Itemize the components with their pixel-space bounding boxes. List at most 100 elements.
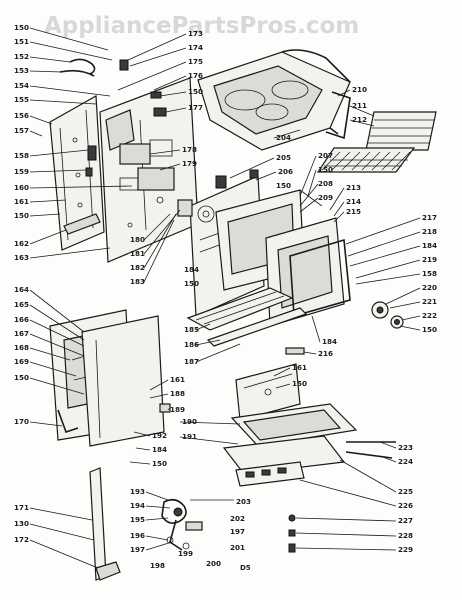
label-150: 150: [152, 459, 167, 468]
bottom-trim-186: [206, 307, 308, 347]
label-203: 203: [236, 497, 251, 506]
drawer-back-panel: [235, 363, 301, 421]
label-183: 183: [130, 277, 145, 286]
label-179: 179: [182, 159, 197, 168]
label-151: 151: [14, 37, 29, 46]
label-209: 209: [318, 193, 333, 202]
footer-code: D5: [240, 564, 251, 572]
label-166: 166: [14, 315, 29, 324]
label-158: 158: [14, 151, 29, 160]
label-150: 150: [14, 211, 29, 220]
label-204: 204: [276, 133, 291, 142]
wire-harness-bracket: [119, 59, 175, 191]
label-178: 178: [182, 145, 197, 154]
side-trim-strip-171: [89, 467, 107, 581]
label-223: 223: [398, 443, 413, 452]
label-207: 207: [318, 151, 333, 160]
cooktop-main-top: [197, 49, 351, 151]
label-221: 221: [422, 297, 437, 306]
oven-bottom-pan: [186, 287, 294, 331]
label-205: 205: [276, 153, 291, 162]
label-217: 217: [422, 213, 437, 222]
label-186: 186: [184, 340, 199, 349]
vent-bracket-210: [325, 91, 351, 140]
insulation-pad-162: [63, 213, 101, 235]
label-161: 161: [292, 363, 307, 372]
label-150: 150: [184, 279, 199, 288]
label-199: 199: [178, 549, 193, 558]
trim-strip-216: [285, 347, 305, 355]
label-197: 197: [130, 545, 145, 554]
watermark-text: AppliancePartsPros.com: [44, 13, 359, 39]
element-wire-152: [59, 58, 96, 77]
label-200: 200: [206, 559, 221, 568]
label-161: 161: [170, 375, 185, 384]
label-212: 212: [352, 115, 367, 124]
broil-pan-grid: [316, 147, 416, 173]
label-182: 182: [130, 263, 145, 272]
label-159: 159: [14, 167, 29, 176]
label-220: 220: [422, 283, 437, 292]
label-171: 171: [14, 503, 29, 512]
leader-lines: [29, 27, 421, 569]
label-164: 164: [14, 285, 29, 294]
label-198: 198: [150, 561, 165, 570]
drawer-rod-223: [345, 441, 396, 459]
label-206: 206: [278, 167, 293, 176]
label-150: 150: [188, 87, 203, 96]
label-185: 185: [184, 325, 199, 334]
label-190: 190: [182, 417, 197, 426]
label-174: 174: [188, 43, 203, 52]
label-152: 152: [14, 52, 29, 61]
label-222: 222: [422, 311, 437, 320]
label-163: 163: [14, 253, 29, 262]
door-gasket: [289, 238, 351, 318]
label-194: 194: [130, 501, 145, 510]
label-218: 218: [422, 227, 437, 236]
label-155: 155: [14, 95, 29, 104]
terminal-block: [85, 145, 97, 177]
label-184: 184: [322, 337, 337, 346]
leveling-leg-227-229: [288, 514, 296, 553]
label-226: 226: [398, 501, 413, 510]
label-150: 150: [318, 165, 333, 174]
label-227: 227: [398, 516, 413, 525]
label-196: 196: [130, 531, 145, 540]
drawer-front-panel: [235, 461, 305, 487]
label-167: 167: [14, 329, 29, 338]
drawer-body: [230, 403, 358, 447]
label-195: 195: [130, 515, 145, 524]
label-197: 197: [230, 527, 245, 536]
trim-foot-172: [95, 561, 121, 581]
label-150: 150: [292, 379, 307, 388]
label-165: 165: [14, 300, 29, 309]
label-181: 181: [130, 249, 145, 258]
label-202: 202: [230, 514, 245, 523]
label-168: 168: [14, 343, 29, 352]
label-154: 154: [14, 81, 29, 90]
door-clip-189: [159, 403, 171, 413]
label-175: 175: [188, 57, 203, 66]
label-170: 170: [14, 417, 29, 426]
label-160: 160: [14, 183, 29, 192]
label-225: 225: [398, 487, 413, 496]
label-173: 173: [188, 29, 203, 38]
label-224: 224: [398, 457, 413, 466]
label-150: 150: [422, 325, 437, 334]
label-153: 153: [14, 66, 29, 75]
label-189: 189: [170, 405, 185, 414]
upper-oven-rack: [365, 111, 437, 151]
label-177: 177: [188, 103, 203, 112]
label-157: 157: [14, 126, 29, 135]
label-210: 210: [352, 85, 367, 94]
label-193: 193: [130, 487, 145, 496]
label-184: 184: [422, 241, 437, 250]
door-liner-back: [81, 315, 165, 447]
rear-side-panel: [49, 95, 105, 251]
label-130: 130: [14, 519, 29, 528]
label-228: 228: [398, 531, 413, 540]
label-191: 191: [182, 432, 197, 441]
label-150: 150: [276, 181, 291, 190]
label-156: 156: [14, 111, 29, 120]
